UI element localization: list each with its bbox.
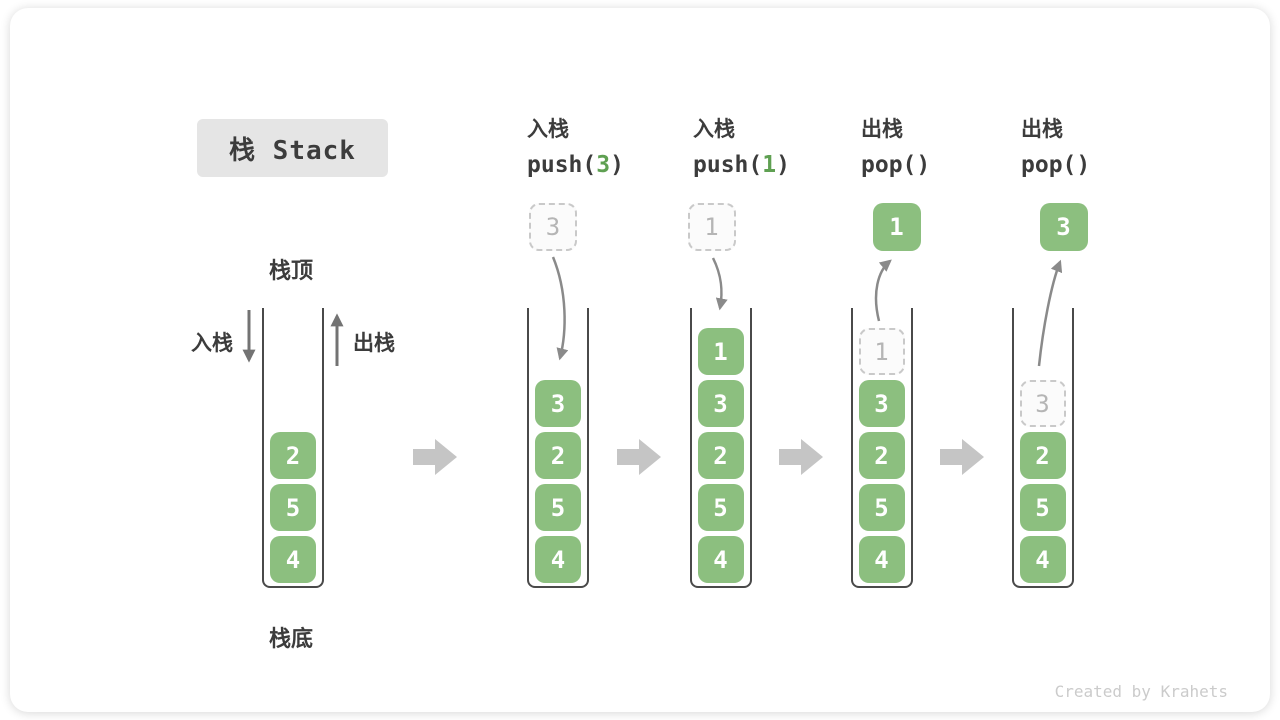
operation-code-code_post: ) bbox=[1076, 152, 1091, 178]
title-text: 栈 Stack bbox=[229, 135, 356, 166]
popped-value-box: 1 bbox=[872, 203, 921, 251]
operation-code-code_pre: push( bbox=[527, 152, 597, 178]
operation-caption: 出栈 pop() bbox=[861, 115, 930, 179]
push-curve-arrow-icon bbox=[711, 257, 728, 311]
stack-block: 3 bbox=[858, 380, 905, 427]
operation-code-code_post: ) bbox=[776, 152, 790, 178]
stack-block: 3 bbox=[535, 380, 581, 427]
step-arrow-icon bbox=[617, 439, 661, 475]
stack-block: 4 bbox=[697, 536, 744, 583]
operation-caption: 入栈 push(3) bbox=[527, 115, 624, 179]
stack-block: 4 bbox=[1019, 536, 1066, 583]
stack-block: 1 bbox=[697, 328, 744, 375]
operation-code-code_pre: pop( bbox=[1021, 152, 1077, 178]
stack-block: 5 bbox=[1019, 484, 1066, 531]
stack-block: 2 bbox=[1019, 432, 1066, 479]
stack-block: 2 bbox=[535, 432, 581, 479]
operation-code: pop() bbox=[1021, 151, 1090, 179]
operation-caption: 出栈 pop() bbox=[1021, 115, 1090, 179]
operation-caption: 入栈 push(1) bbox=[693, 115, 790, 179]
stack-block-ghost: 3 bbox=[1019, 380, 1066, 427]
watermark: Created by Krahets bbox=[1054, 682, 1228, 701]
push-side-label: 入栈 bbox=[191, 331, 233, 355]
stack-top-label: 栈顶 bbox=[269, 259, 314, 284]
operation-code-code_arg: 3 bbox=[596, 152, 611, 178]
operation-code-code_arg: 1 bbox=[762, 152, 777, 178]
stack-block: 4 bbox=[270, 536, 316, 583]
pop-side-label: 出栈 bbox=[353, 331, 395, 355]
operation-name-cn: 出栈 bbox=[1021, 117, 1063, 141]
stack-block-ghost: 1 bbox=[858, 328, 905, 375]
stack-block: 2 bbox=[697, 432, 744, 479]
stack-block: 5 bbox=[697, 484, 744, 531]
operation-code-code_post: ) bbox=[610, 152, 624, 178]
operation-name-cn: 入栈 bbox=[527, 117, 569, 141]
operation-code: push(1) bbox=[693, 151, 790, 179]
stack-block: 2 bbox=[270, 432, 316, 479]
operation-code-code_pre: push( bbox=[693, 152, 763, 178]
incoming-value-box: 1 bbox=[687, 203, 736, 251]
title-box: 栈 Stack bbox=[197, 119, 388, 177]
stack-bottom-label: 栈底 bbox=[269, 627, 314, 652]
step-arrow-icon bbox=[779, 439, 823, 475]
operation-name-cn: 入栈 bbox=[693, 117, 735, 141]
step-arrow-icon bbox=[413, 439, 457, 475]
step-arrow-icon bbox=[940, 439, 984, 475]
stack-block: 4 bbox=[858, 536, 905, 583]
stack-block: 4 bbox=[535, 536, 581, 583]
operation-code: push(3) bbox=[527, 151, 624, 179]
stack-block: 5 bbox=[858, 484, 905, 531]
operation-code: pop() bbox=[861, 151, 930, 179]
popped-value-box: 3 bbox=[1039, 203, 1088, 251]
stack-block: 5 bbox=[270, 484, 316, 531]
stack-block: 3 bbox=[697, 380, 744, 427]
operation-name-cn: 出栈 bbox=[861, 117, 903, 141]
stack-block: 5 bbox=[535, 484, 581, 531]
operation-code-code_pre: pop( bbox=[861, 152, 917, 178]
stack-block: 2 bbox=[858, 432, 905, 479]
incoming-value-box: 3 bbox=[529, 203, 577, 251]
operation-code-code_post: ) bbox=[916, 152, 931, 178]
